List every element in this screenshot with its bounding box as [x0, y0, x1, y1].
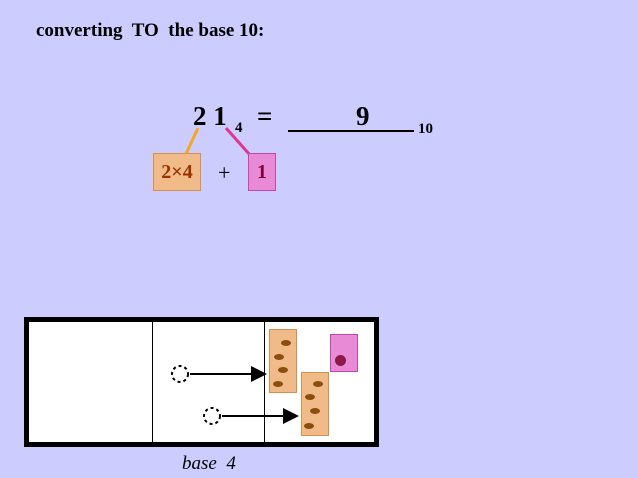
diagram-base-label: base 4: [182, 453, 236, 474]
bean-counter: [304, 423, 314, 429]
answer-value: 9: [356, 101, 370, 131]
expansion-term-right: 1: [248, 153, 276, 191]
group-of-four-tile: [269, 329, 297, 393]
equals-sign: =: [257, 101, 273, 131]
bean-counter: [273, 381, 283, 387]
target-base-subscript: 10: [418, 121, 433, 137]
source-number-digits: 2 1: [193, 101, 227, 131]
bean-counter: [310, 408, 320, 414]
regroup-arrows: [171, 365, 299, 425]
bean-counter: [313, 381, 323, 387]
unit-dot: [335, 355, 346, 366]
bean-counter: [274, 354, 284, 360]
empty-slot-circle: [203, 407, 221, 425]
source-base-subscript: 4: [235, 120, 243, 136]
single-unit-tile: [330, 334, 358, 372]
group-of-four-tile: [301, 372, 329, 436]
bean-counter: [305, 394, 315, 400]
bean-counter: [278, 367, 288, 373]
page-title: converting TO the base 10:: [36, 20, 265, 41]
bean-counter: [281, 340, 291, 346]
column-divider: [152, 322, 153, 442]
answer-underline: [288, 130, 414, 132]
plus-sign: +: [218, 160, 231, 185]
expansion-term-left: 2×4: [153, 153, 201, 191]
empty-slot-circle: [171, 365, 189, 383]
column-divider: [264, 322, 265, 442]
connector-line-left: [183, 127, 200, 157]
place-value-diagram: [24, 317, 379, 447]
